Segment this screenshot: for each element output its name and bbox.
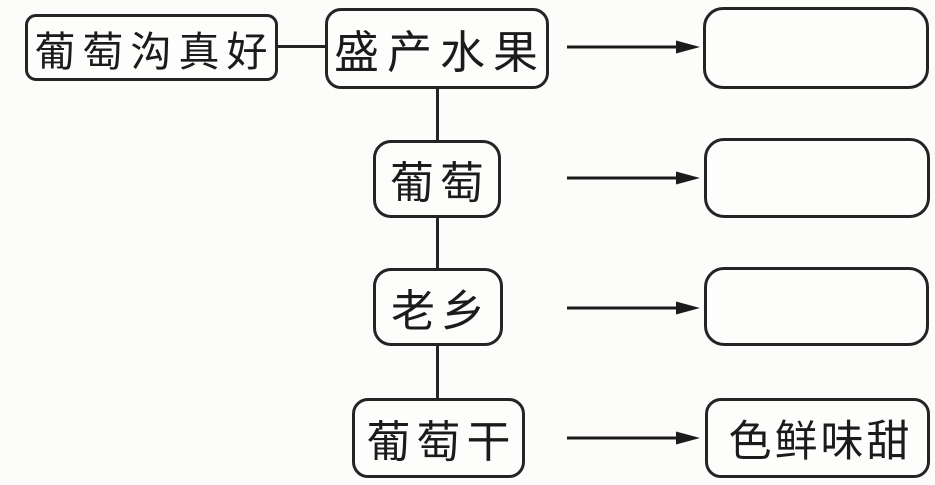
node-detail-color-fresh-taste-sweet: 色鲜味甜 — [705, 398, 930, 478]
connector-vertical-2 — [436, 216, 439, 270]
arrow-right-icon — [567, 40, 700, 54]
node-topic-fruit-production: 盛产水果 — [325, 8, 549, 89]
node-label: 老乡 — [391, 286, 491, 337]
node-topic-villagers: 老乡 — [373, 268, 503, 346]
connector-root-horizontal — [277, 45, 327, 48]
arrow-right-icon — [567, 431, 700, 445]
answer-box-1[interactable] — [703, 7, 929, 89]
node-grape-valley-root: 葡萄沟真好 — [25, 14, 278, 81]
node-label: 葡萄沟真好 — [34, 27, 275, 76]
answer-box-3[interactable] — [704, 267, 929, 346]
node-label: 葡萄干 — [366, 417, 517, 468]
node-topic-raisins: 葡萄干 — [352, 398, 525, 478]
connector-vertical-3 — [436, 344, 439, 400]
node-label: 葡萄 — [390, 158, 490, 209]
node-label: 色鲜味甜 — [728, 417, 913, 467]
connector-vertical-1 — [436, 87, 439, 142]
arrow-right-icon — [567, 301, 700, 315]
node-label: 盛产水果 — [333, 26, 546, 79]
answer-box-2[interactable] — [704, 138, 930, 218]
node-topic-grapes: 葡萄 — [373, 140, 501, 218]
arrow-right-icon — [567, 171, 700, 185]
